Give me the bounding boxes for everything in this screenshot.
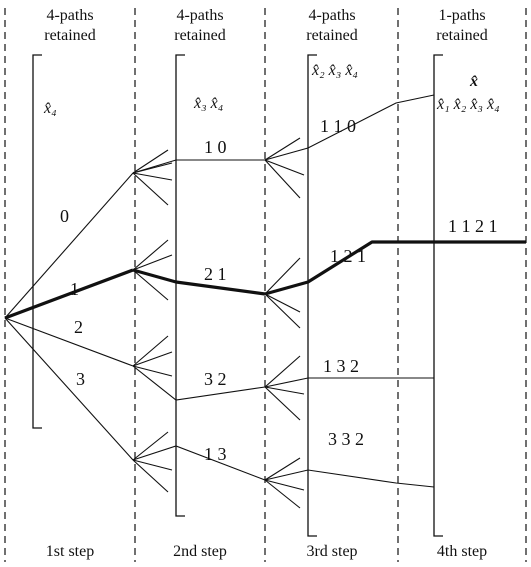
- branch: [264, 386, 305, 395]
- branch: [132, 239, 169, 271]
- branch: [264, 386, 301, 421]
- step1-variable-label: x̂₄: [43, 100, 57, 117]
- step2-variable-label: x̂₃ x̂₄: [193, 95, 223, 112]
- step2-branch-label: 3 2: [204, 369, 227, 389]
- survivor-branch: [132, 159, 265, 174]
- step3-branch-label: 1 3 2: [323, 356, 359, 376]
- survivor-branch: [264, 469, 435, 488]
- step1-branch-label: 0: [60, 206, 69, 226]
- step4-header-line2: retained: [436, 27, 488, 44]
- survivor-branch: [264, 94, 435, 161]
- step4-result-label: 1 1 2 1: [448, 216, 498, 236]
- step4-variable-label: x̂₁ x̂₂ x̂₃ x̂₄: [436, 96, 500, 113]
- branch: [132, 351, 173, 367]
- step4-header-line1: 1-paths: [438, 7, 485, 24]
- branch: [4, 317, 134, 367]
- branch: [264, 257, 301, 295]
- survivor-branch: [264, 377, 434, 388]
- branch: [132, 459, 173, 471]
- survivor-path: [264, 240, 526, 296]
- branch: [132, 172, 173, 181]
- branch: [264, 159, 301, 199]
- step1-branch-label: 1: [70, 279, 79, 299]
- step1-bracket: [32, 54, 42, 429]
- branch: [132, 335, 169, 367]
- branch: [4, 172, 134, 319]
- step3-branch-label: 1 2 1: [330, 246, 366, 266]
- step2-branch-label: 1 3: [204, 444, 227, 464]
- branch: [264, 137, 301, 161]
- step2-footer: 2nd step: [173, 543, 227, 560]
- step4-footer: 4th step: [437, 543, 487, 560]
- step1-branch-label: 2: [74, 317, 83, 337]
- branch: [264, 355, 301, 388]
- branch: [264, 479, 301, 509]
- step4-estimate-symbol: x̂: [469, 73, 478, 90]
- branch: [264, 479, 305, 491]
- step3-branch-label: 1 1 0: [320, 116, 356, 136]
- step3-header-line2: retained: [306, 27, 358, 44]
- step1-footer: 1st step: [46, 543, 94, 560]
- branch: [264, 457, 301, 481]
- branch: [132, 149, 169, 174]
- survivor-path: [4, 268, 134, 320]
- step3-footer: 3rd step: [306, 543, 357, 560]
- survivor-branch: [132, 365, 266, 401]
- branch: [132, 431, 169, 461]
- branch: [4, 317, 134, 461]
- branch: [132, 365, 173, 377]
- branch: [132, 254, 173, 271]
- step3-header-line1: 4-paths: [308, 7, 355, 24]
- step1-branch-label: 3: [76, 369, 85, 389]
- step1-header-line2: retained: [44, 27, 96, 44]
- step3-bracket: [307, 54, 317, 537]
- step2-header-line2: retained: [174, 27, 226, 44]
- branch: [264, 293, 301, 329]
- survivor-path: [132, 268, 266, 296]
- survivor-branch: [132, 445, 266, 481]
- step2-branch-label: 1 0: [204, 137, 227, 157]
- branch: [264, 159, 305, 176]
- branch: [264, 293, 301, 313]
- step3-variable-label: x̂₂ x̂₃ x̂₄: [311, 62, 358, 79]
- branch: [132, 459, 169, 493]
- branch: [132, 269, 169, 301]
- branch: [132, 172, 169, 206]
- step2-bracket: [175, 54, 185, 517]
- step4-bracket: [433, 54, 443, 537]
- step3-branch-label: 3 3 2: [328, 429, 364, 449]
- step2-branch-label: 2 1: [204, 264, 227, 284]
- step1-header-line1: 4-paths: [46, 7, 93, 24]
- step2-header-line1: 4-paths: [176, 7, 223, 24]
